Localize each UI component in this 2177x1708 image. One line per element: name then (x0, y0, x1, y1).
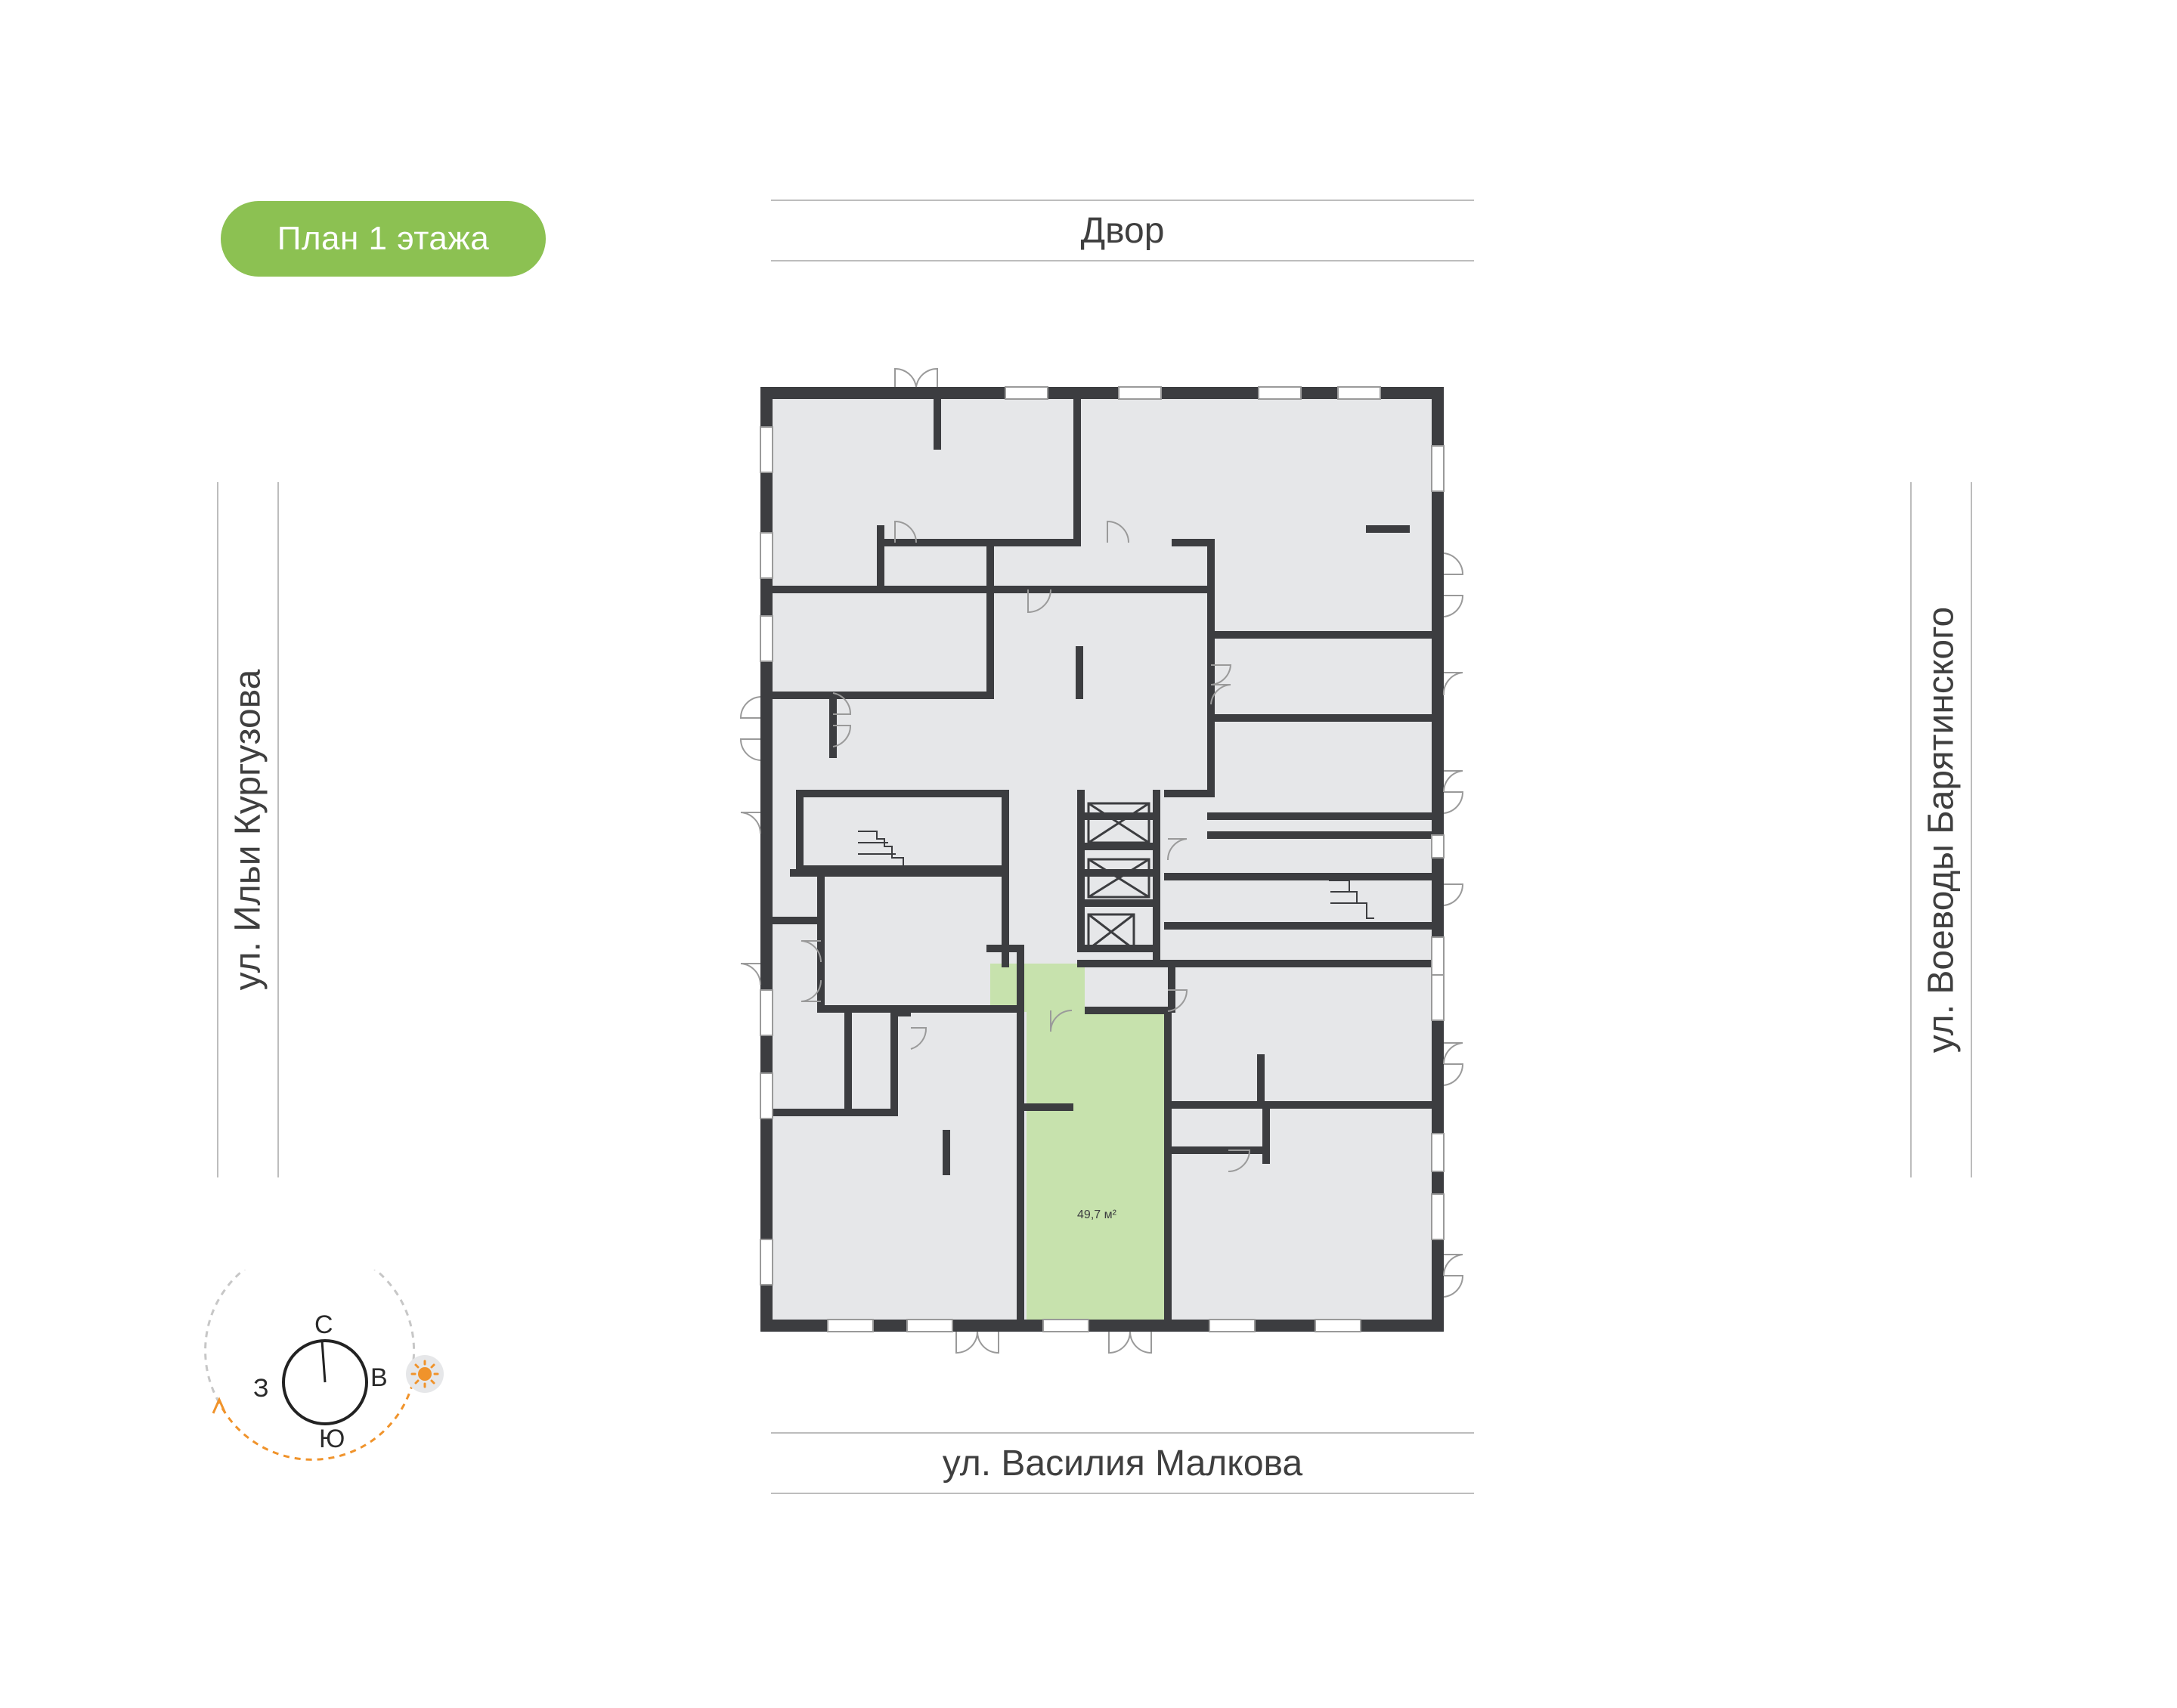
sun-path-arrow-icon (212, 1397, 227, 1414)
sun-path-arc (218, 1382, 414, 1461)
highlighted-unit[interactable] (1027, 1010, 1167, 1326)
street-bottom: ул. Василия Малкова (771, 1432, 1474, 1494)
compass: С В З Ю (204, 1270, 444, 1461)
plan-title-badge: План 1 этажа (221, 201, 546, 277)
street-top-label: Двор (1080, 210, 1165, 251)
compass-west-label: З (253, 1374, 269, 1403)
street-top-courtyard: Двор (771, 200, 1474, 261)
windows (760, 386, 1445, 1332)
sun-icon (406, 1355, 444, 1393)
compass-east-label: В (370, 1363, 388, 1392)
street-right: ул. Воеводы Барятинского (1910, 482, 1972, 1177)
compass-upper-arc (204, 1270, 416, 1403)
street-left: ул. Ильи Кургузова (217, 482, 279, 1177)
doors (739, 367, 1464, 1354)
unit-area-label: 49,7 м² (1077, 1208, 1117, 1221)
compass-needle (321, 1340, 327, 1383)
highlighted-unit-hall (990, 964, 1085, 1012)
compass-north-label: С (314, 1310, 333, 1339)
elevator-shafts (1087, 802, 1150, 951)
staircases (858, 831, 1374, 919)
compass-south-label: Ю (319, 1425, 345, 1453)
walls (760, 387, 1444, 1332)
street-bottom-label: ул. Василия Малкова (942, 1443, 1303, 1484)
